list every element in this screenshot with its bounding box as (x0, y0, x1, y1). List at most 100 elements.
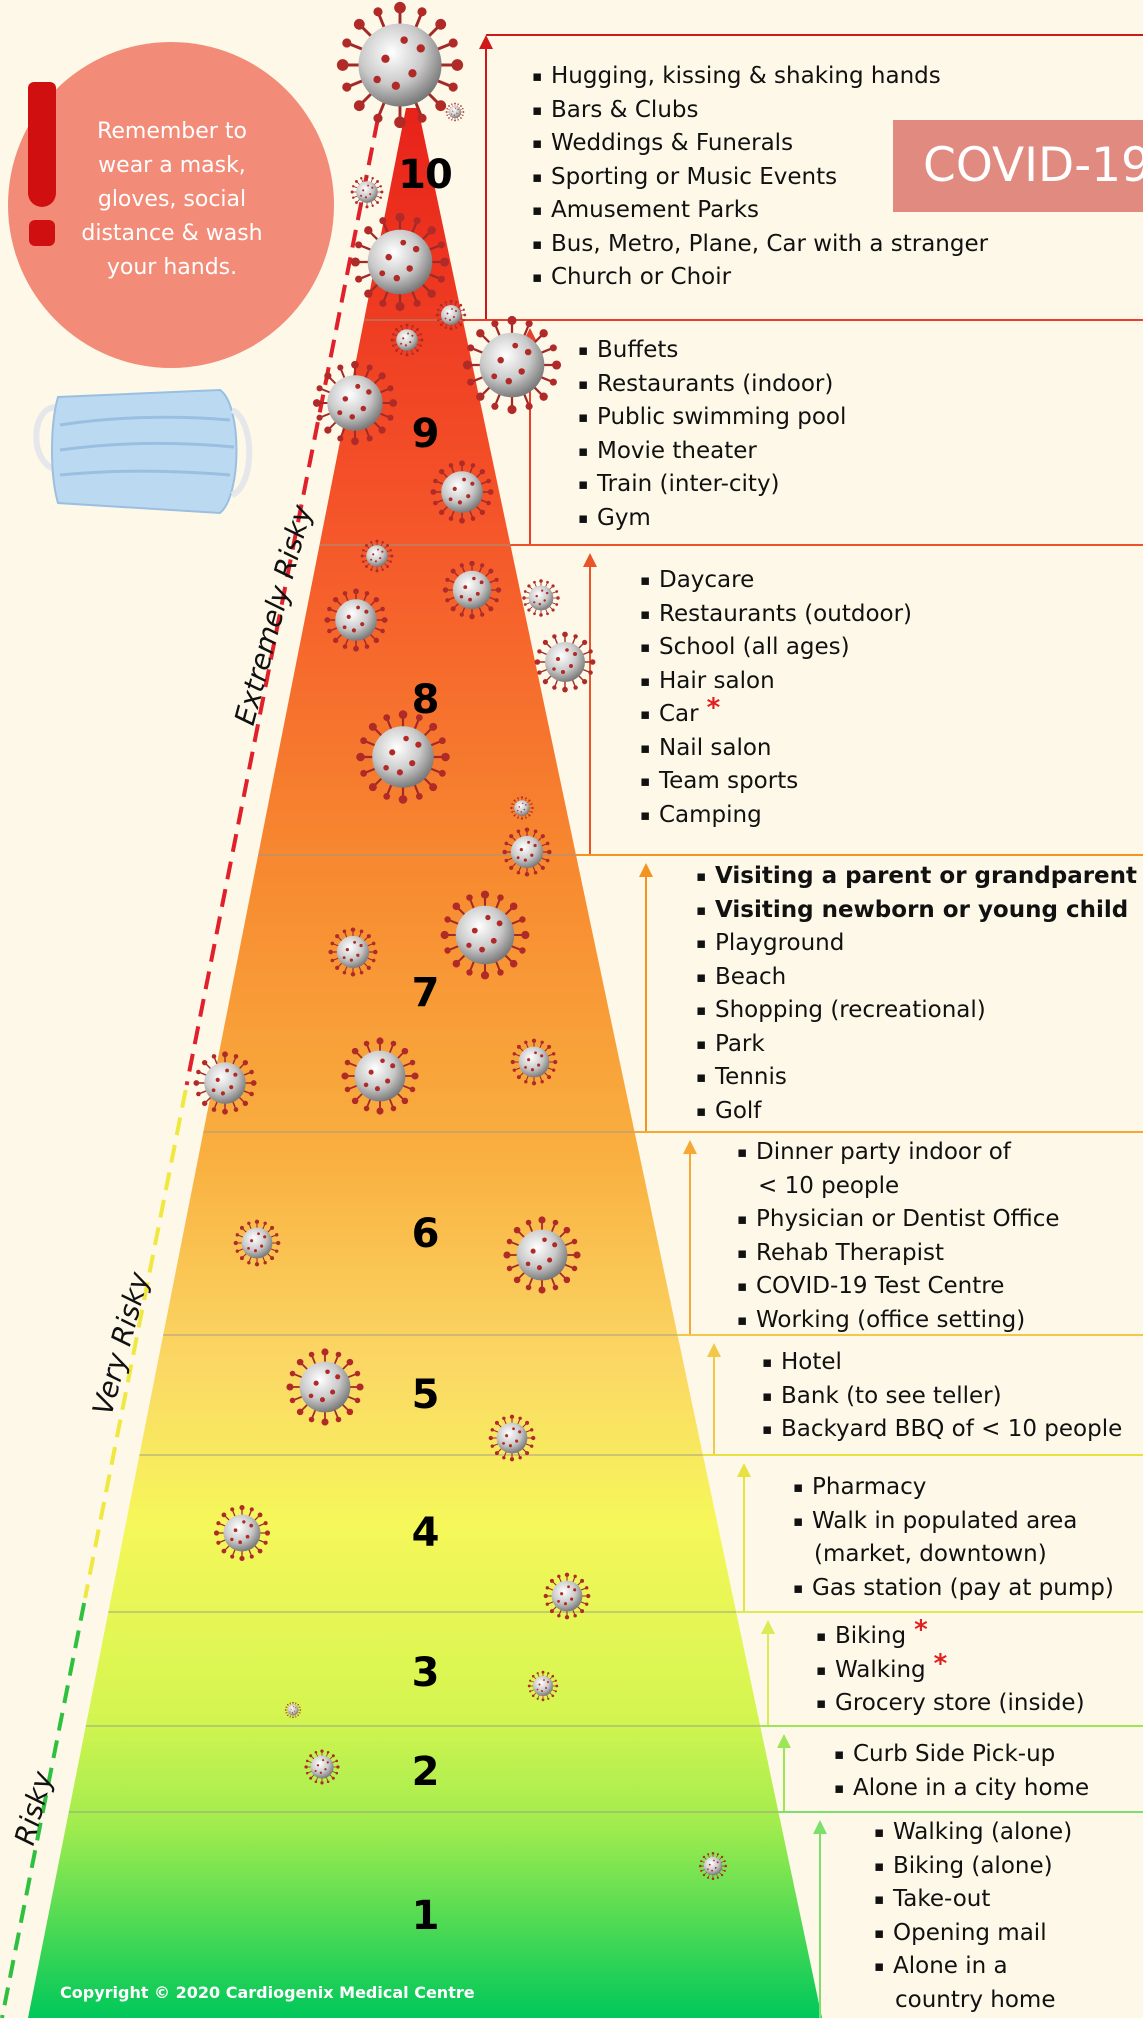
activity-label: Bank (to see teller) (781, 1383, 1002, 1409)
level-number-5: 5 (385, 1372, 465, 1418)
virus-icon (522, 579, 559, 616)
activity-item: Weddings & Funerals (532, 127, 988, 161)
virus-icon (351, 213, 449, 311)
virus-icon (446, 103, 465, 122)
virus-icon (286, 1348, 363, 1425)
activity-item: Bars & Clubs (532, 94, 988, 128)
activity-item: Movie theater (578, 435, 846, 469)
virus-icon (304, 1749, 339, 1784)
level-number-3: 3 (385, 1650, 465, 1696)
activity-item: Biking (alone) (874, 1850, 1072, 1884)
activity-label: Buffets (597, 337, 678, 363)
activity-item: Hair salon (640, 665, 912, 699)
level-number-6: 6 (385, 1211, 465, 1257)
activity-item: Alone in a city home (834, 1772, 1089, 1806)
activity-label: Physician or Dentist Office (756, 1206, 1060, 1232)
activity-label: Dinner party indoor of (756, 1139, 1011, 1165)
level-5-activity-list: HotelBank (to see teller)Backyard BBQ of… (762, 1346, 1122, 1447)
activity-item: Rehab Therapist (737, 1237, 1060, 1271)
activity-item: Beach (696, 961, 1137, 995)
level-number-8: 8 (385, 677, 465, 723)
virus-icon (535, 632, 596, 693)
virus-icon (528, 1671, 558, 1701)
level-8-activity-list: DaycareRestaurants (outdoor) School (all … (640, 564, 912, 832)
activity-item: Curb Side Pick-up (834, 1738, 1089, 1772)
activity-label: Nail salon (659, 735, 772, 761)
level-6-activity-list: Dinner party indoor of< 10 peoplePhysici… (737, 1136, 1060, 1337)
activity-item: Biking* (816, 1620, 1085, 1654)
activity-label: Shopping (recreational) (715, 997, 986, 1023)
activity-item: Amusement Parks (532, 194, 988, 228)
activity-label: Park (715, 1031, 765, 1057)
activity-label: Gas station (pay at pump) (812, 1575, 1114, 1601)
activity-item: Church or Choir (532, 261, 988, 295)
activity-label: School (all ages) (659, 634, 850, 660)
activity-label: Car (659, 701, 699, 727)
activity-item: Dinner party indoor of< 10 people (737, 1136, 1060, 1203)
activity-label: Curb Side Pick-up (853, 1741, 1055, 1767)
activity-label: Tennis (715, 1064, 787, 1090)
virus-icon (324, 588, 387, 651)
virus-icon (489, 1415, 536, 1462)
activity-item: Playground (696, 927, 1137, 961)
activity-label: Walk in populated area (812, 1508, 1077, 1534)
virus-icon (193, 1051, 256, 1114)
activity-label: Restaurants (outdoor) (659, 601, 912, 627)
activity-item: Visiting a parent or grandparent (696, 860, 1137, 894)
activity-label: Church or Choir (551, 264, 731, 290)
activity-label: Working (office setting) (756, 1307, 1025, 1333)
activity-item: Walking (alone) (874, 1816, 1072, 1850)
activity-item: Camping (640, 799, 912, 833)
activity-label: Visiting newborn or young child (715, 897, 1128, 923)
activity-item: COVID-19 Test Centre (737, 1270, 1060, 1304)
level-10-activity-list: Hugging, kissing & shaking handsBars & C… (532, 60, 988, 295)
activity-label: Hotel (781, 1349, 842, 1375)
activity-item: Shopping (recreational) (696, 994, 1137, 1028)
virus-icon (341, 1037, 418, 1114)
level-number-9: 9 (385, 411, 465, 457)
activity-label: Bus, Metro, Plane, Car with a stranger (551, 231, 988, 257)
activity-label: Gym (597, 505, 651, 531)
activity-label: Sporting or Music Events (551, 164, 837, 190)
activity-label: Walking (835, 1657, 926, 1683)
activity-item: Pharmacy (793, 1471, 1114, 1505)
virus-icon (441, 891, 530, 980)
activity-item: Walking* (816, 1654, 1085, 1688)
activity-label: Weddings & Funerals (551, 130, 793, 156)
level-number-2: 2 (385, 1749, 465, 1795)
activity-label: Take-out (893, 1886, 990, 1912)
activity-item: School (all ages) (640, 631, 912, 665)
virus-icon (443, 561, 501, 619)
virus-icon (356, 710, 450, 804)
virus-icon (699, 1852, 727, 1880)
activity-item: Daycare (640, 564, 912, 598)
activity-item: Car* (640, 698, 912, 732)
level-number-10: 10 (385, 152, 465, 198)
activity-label: Pharmacy (812, 1474, 926, 1500)
activity-item: Gym (578, 502, 846, 536)
activity-label: Camping (659, 802, 762, 828)
activity-label: Biking (alone) (893, 1853, 1053, 1879)
activity-item: Buffets (578, 334, 846, 368)
activity-label: Playground (715, 930, 844, 956)
activity-label: Visiting a parent or grandparent (715, 863, 1137, 889)
activity-item: Hotel (762, 1346, 1122, 1380)
activity-label-continued: (market, downtown) (812, 1538, 1114, 1572)
virus-icon (361, 540, 394, 573)
level-1-activity-list: Walking (alone) Biking (alone) Take-outOpe… (874, 1816, 1072, 2017)
activity-label: Opening mail (893, 1920, 1047, 1946)
virus-icon (391, 324, 424, 357)
virus-icon (510, 796, 533, 819)
virus-icon (436, 300, 466, 330)
virus-icon (328, 927, 377, 976)
virus-icon (430, 460, 493, 523)
activity-item: Bank (to see teller) (762, 1380, 1122, 1414)
activity-label-continued: country home (893, 1984, 1072, 2018)
activity-item: Grocery store (inside) (816, 1687, 1085, 1721)
activity-label: Restaurants (indoor) (597, 371, 833, 397)
activity-label: Daycare (659, 567, 754, 593)
activity-label: Rehab Therapist (756, 1240, 944, 1266)
exclamation-icon (28, 82, 56, 250)
virus-icon (463, 316, 561, 414)
